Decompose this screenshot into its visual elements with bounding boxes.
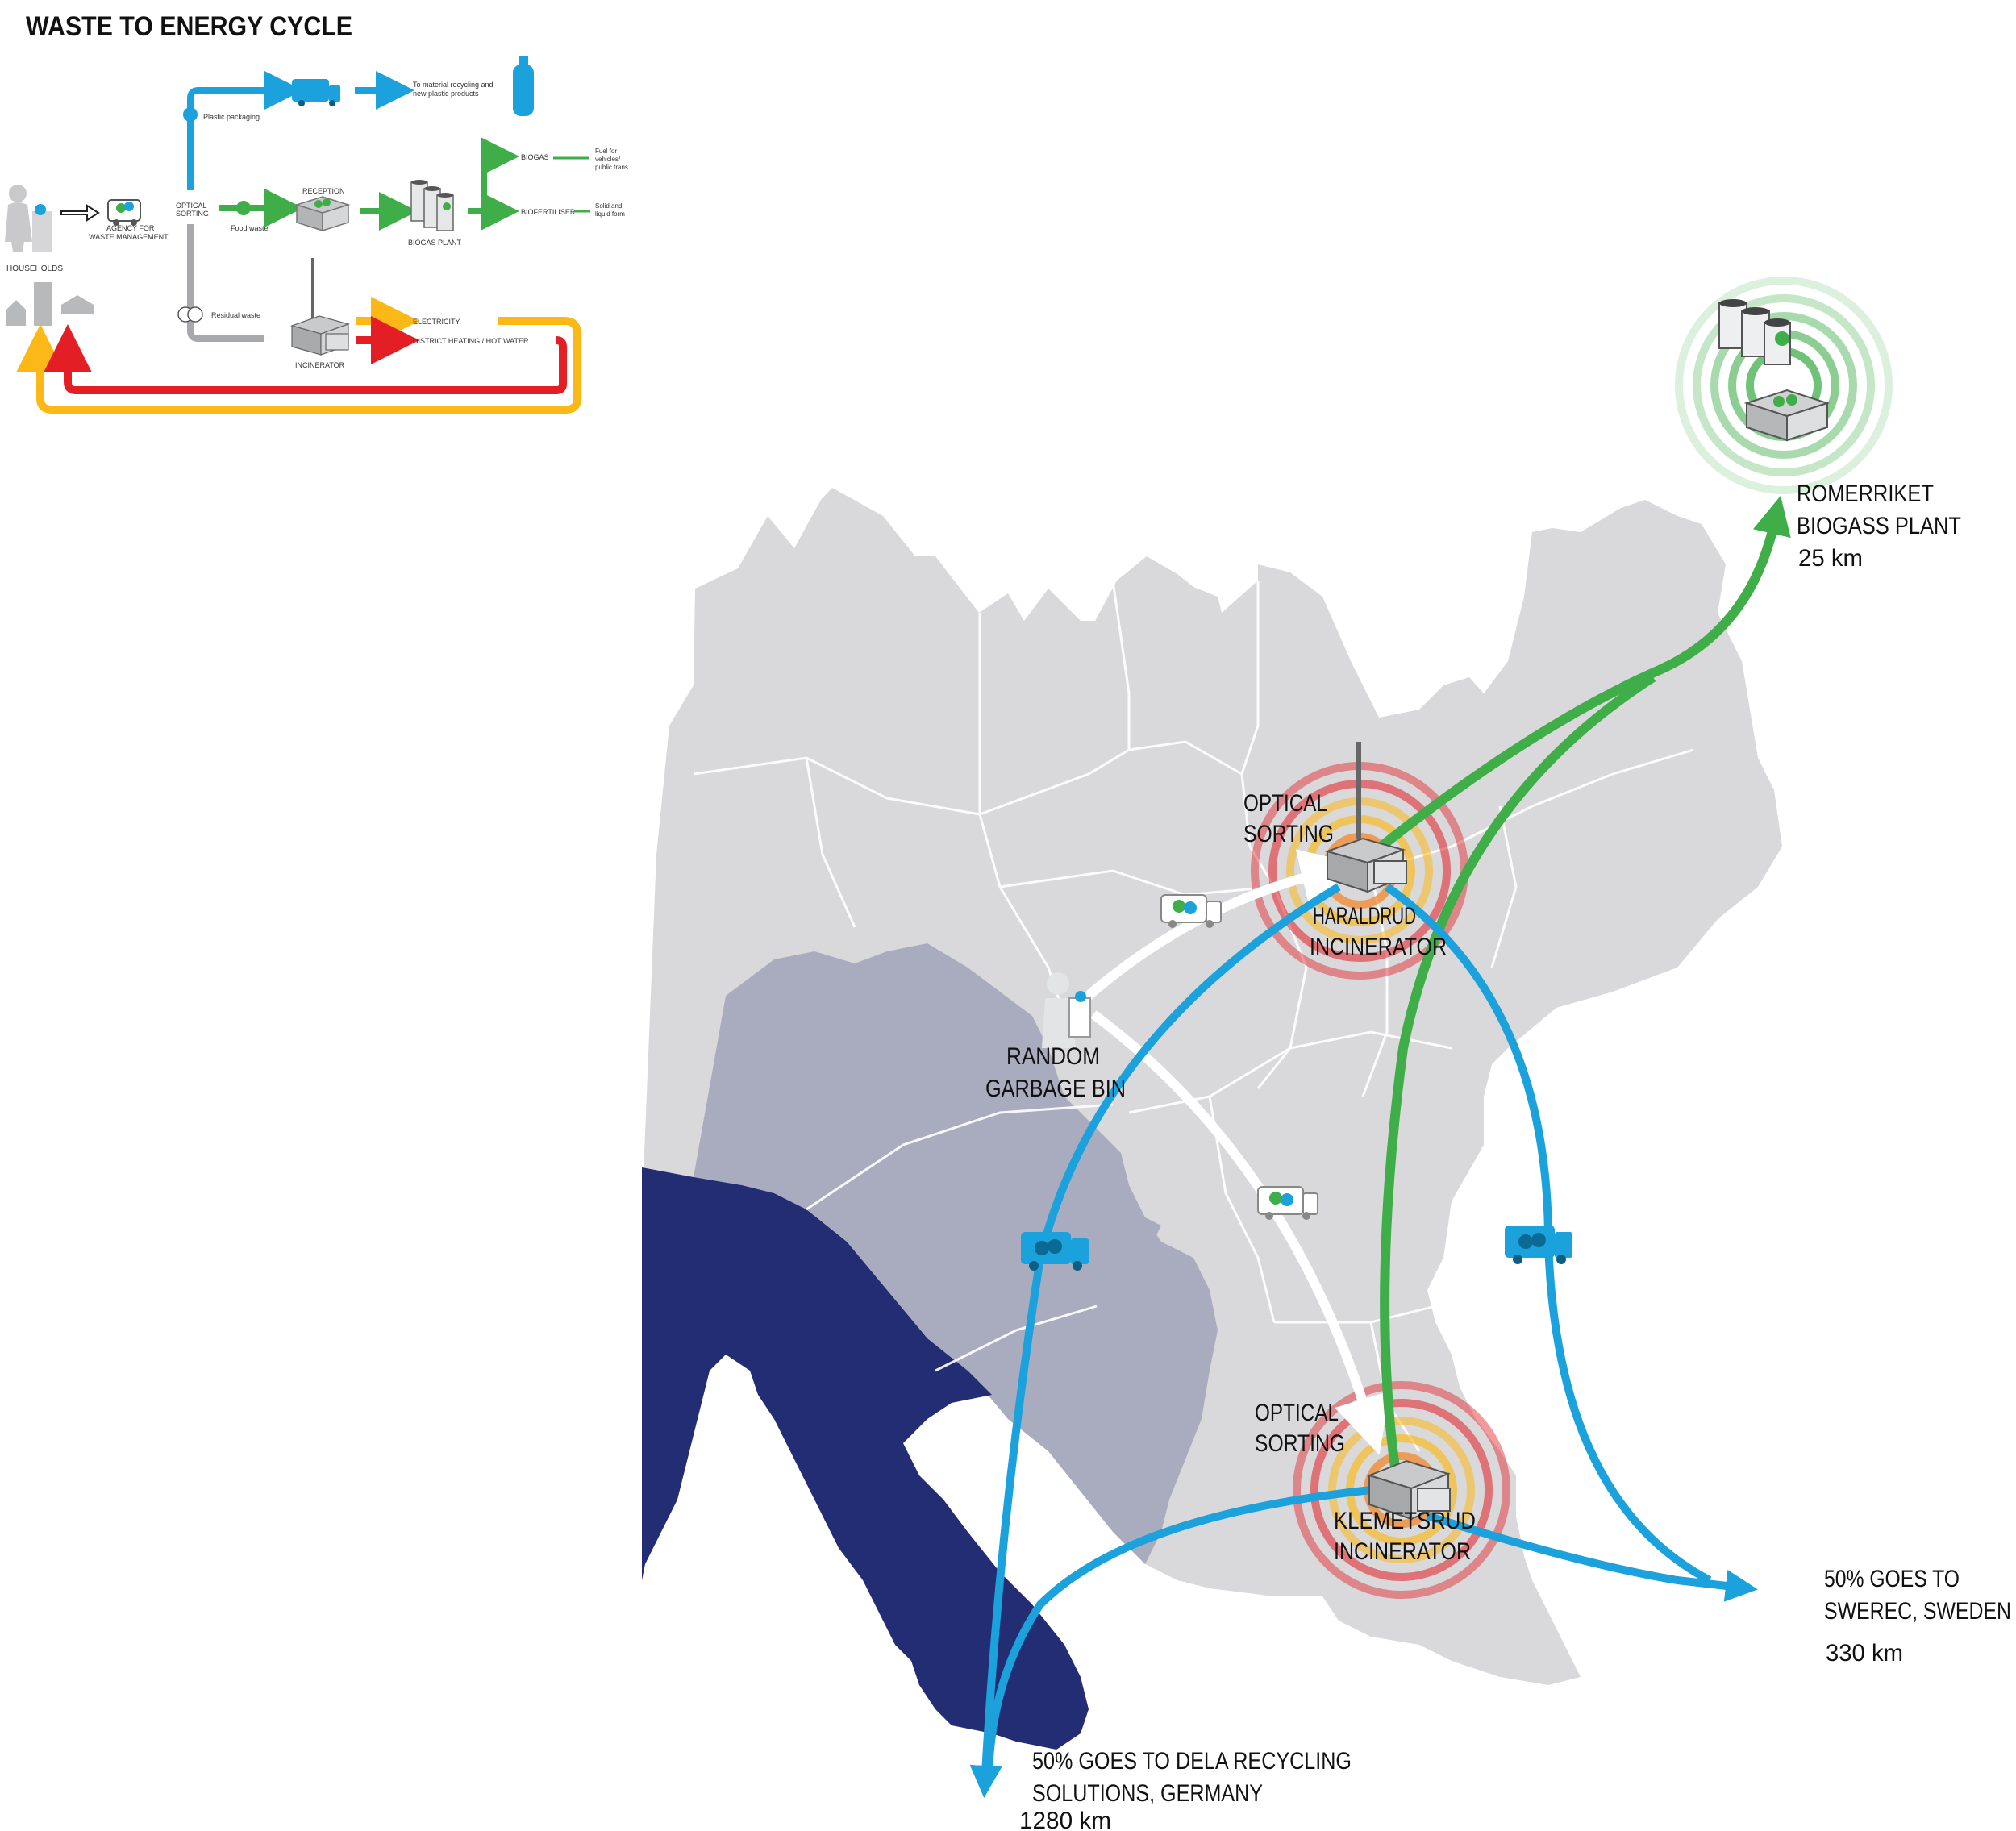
plastic-truck-icon [292, 79, 340, 106]
romerriket-label-1: ROMERRIKET [1797, 481, 1934, 507]
reception-icon [294, 196, 351, 232]
biogas-plant-label: BIOGAS PLANT [408, 239, 462, 247]
electricity-label: ELECTRICITY [413, 318, 460, 326]
incinerator-label: INCINERATOR [295, 361, 345, 369]
solid-label-2: liquid form [595, 210, 625, 218]
klemetsrud-label-1: KLEMETSRUD [1334, 1508, 1476, 1534]
swerec-distance: 330 km [1826, 1640, 1903, 1667]
residual-bag-icon [177, 306, 203, 323]
heating-return-loop [44, 324, 567, 394]
oslo-map [642, 488, 1782, 1750]
klemetsrud-to-germany-arrow [985, 1486, 1372, 1775]
blue-truck-east-icon [1505, 1226, 1572, 1264]
map-labels: ROMERRIKET BIOGASS PLANT 25 km OPTICAL S… [985, 481, 2011, 1831]
agency-label-2: WASTE MANAGEMENT [89, 233, 169, 241]
haraldrud-optical-label-1: OPTICAL [1243, 790, 1327, 817]
haraldrud-optical-label-2: SORTING [1243, 821, 1334, 847]
agency-label-1: AGENCY FOR [106, 224, 155, 232]
klemetsrud-label-2: INCINERATOR [1334, 1538, 1471, 1565]
biogas-label: BIOGAS [521, 153, 549, 161]
agency-truck-icon [107, 199, 141, 226]
haraldrud-to-biogas-arrow [1368, 495, 1791, 859]
waste-cycle-diagram: WASTE TO ENERGY CYCLE HOUSEHOLDS AGENCY … [5, 11, 628, 414]
plastic-packaging-label: Plastic packaging [203, 113, 260, 121]
white-truck-south-icon [1257, 1186, 1318, 1220]
klemetsrud-to-sweden-arrow [1426, 1512, 1758, 1602]
incinerator-small-icon [290, 258, 350, 356]
bin-label-1: RANDOM [1006, 1043, 1100, 1070]
material-recycling-label-1: To material recycling and [413, 81, 494, 89]
food-waste-label: Food waste [231, 224, 269, 232]
klemetsrud-to-biogas-arrow [1380, 672, 1656, 1468]
blue-truck-west-icon [1021, 1232, 1089, 1271]
klemetsrud-rings [1293, 1381, 1510, 1599]
household-person-icon [5, 185, 52, 252]
biogas-split-line [468, 137, 519, 214]
islands [903, 1177, 1177, 1314]
dela-label-2: SOLUTIONS, GERMANY [1032, 1780, 1263, 1807]
haraldrud-label-2: INCINERATOR [1310, 934, 1447, 960]
fuel-label-2: vehicles/ [595, 156, 621, 163]
district-heating-label: DISTRICT HEATING / HOT WATER [413, 337, 529, 345]
diagram-title: WASTE TO ENERGY CYCLE [26, 11, 352, 42]
fuel-label-3: public trans [595, 164, 628, 171]
residual-flow-line [187, 224, 303, 358]
sea-area [642, 1167, 1089, 1750]
residual-waste-label: Residual waste [211, 311, 260, 319]
houses-icon [6, 282, 94, 326]
biogas-plant-icon [410, 180, 454, 231]
swerec-label-2: SWEREC, SWEDEN [1824, 1598, 2011, 1625]
plastic-flow-line [187, 71, 303, 190]
household-to-agency-arrow [60, 204, 100, 222]
klemetsrud-incinerator-icon [1366, 1459, 1452, 1521]
optical-sorting-label-1: OPTICAL [176, 202, 207, 210]
solid-label-1: Solid and [595, 202, 622, 210]
land-region [644, 488, 1782, 1685]
fuel-label-1: Fuel for [595, 148, 617, 155]
plastic-bottle-icon [513, 56, 534, 116]
inner-bay-area [694, 943, 1218, 1564]
plastic-bag-icon [183, 107, 198, 122]
material-recycling-label-2: new plastic products [413, 89, 479, 98]
households-label: HOUSEHOLDS [6, 264, 63, 273]
klemetsrud-optical-label-1: OPTICAL [1255, 1400, 1339, 1426]
white-truck-north-icon [1160, 894, 1222, 928]
haraldrud-label-1: HARALDRUD [1313, 903, 1416, 930]
haraldrud-incinerator-icon [1324, 742, 1407, 893]
dela-label-1: 50% GOES TO DELA RECYCLING [1032, 1748, 1352, 1775]
bin-label-2: GARBAGE BIN [985, 1076, 1126, 1102]
dela-distance: 1280 km [1019, 1808, 1111, 1831]
romerriket-label-2: BIOGASS PLANT [1797, 513, 1961, 539]
romerriket-distance: 25 km [1798, 545, 1863, 572]
optical-sorting-label-2: SORTING [176, 210, 209, 218]
biogas-plant-icon-large [1718, 299, 1831, 442]
garbage-bin-icon [1042, 972, 1091, 1048]
biogas-plant-rings [1675, 277, 1893, 494]
food-bag-icon [236, 201, 251, 215]
biofertiliser-label: BIOFERTILISER [521, 208, 576, 216]
swerec-label-1: 50% GOES TO [1824, 1566, 1960, 1592]
klemetsrud-optical-label-2: SORTING [1255, 1430, 1345, 1457]
reception-label: RECEPTION [302, 187, 345, 195]
electricity-return-loop [15, 317, 581, 414]
